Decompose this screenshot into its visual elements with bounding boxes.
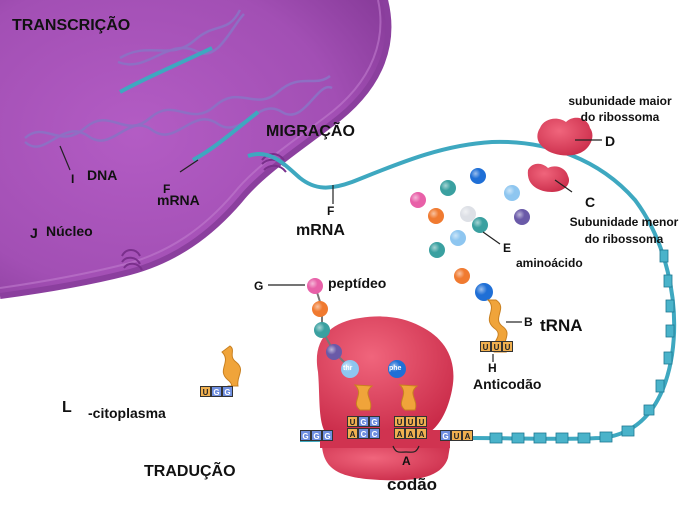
label-E: E (503, 241, 512, 255)
base: U (347, 416, 358, 427)
nuclear-pore (121, 153, 287, 271)
label-small-subunit-1: Subunidade menor (569, 215, 679, 229)
small-subunit (527, 163, 570, 192)
label-G: G (254, 279, 264, 293)
label-F2: F (327, 204, 335, 218)
label-mrna-2: mRNA (296, 222, 345, 239)
label-C: C (585, 194, 596, 210)
base: U (200, 386, 211, 397)
base: G (358, 416, 369, 427)
label-H: H (488, 361, 497, 375)
base: G (300, 430, 311, 441)
label-J: J (30, 225, 38, 241)
peptide-chain (307, 278, 351, 369)
label-amino-acid: aminoácido (516, 256, 583, 270)
title-translation: TRADUÇÃO (144, 463, 236, 480)
base: A (347, 428, 358, 439)
label-dna: DNA (87, 167, 118, 183)
base: C (358, 428, 369, 439)
base: G (222, 386, 233, 397)
label-nucleus: Núcleo (46, 223, 93, 239)
amino-acids-free (410, 168, 530, 301)
base: U (405, 416, 416, 427)
base: G (369, 416, 380, 427)
base: U (502, 341, 513, 352)
amino-acid-thr: thr (343, 365, 353, 372)
label-I: I (71, 172, 75, 186)
base: U (416, 416, 427, 427)
title-migration: MIGRAÇÃO (266, 123, 355, 140)
base: U (451, 430, 462, 441)
ribosome (316, 316, 454, 481)
dna-helix (24, 9, 333, 148)
base: U (480, 341, 491, 352)
label-B: B (524, 315, 533, 329)
base: A (462, 430, 473, 441)
label-small-subunit-2: do ribossoma (584, 232, 664, 246)
label-L: L (62, 399, 72, 416)
label-trna: tRNA (540, 316, 583, 335)
mrna-strand (247, 139, 677, 442)
nucleus (0, 0, 392, 299)
mrna-codon-markers (489, 249, 675, 444)
trna-in-ribosome (341, 360, 419, 411)
leader-lines (59, 139, 602, 453)
label-large-subunit-2: do ribossoma (580, 110, 660, 124)
mrna-transcript (119, 46, 260, 162)
base: G (211, 386, 222, 397)
base: G (440, 430, 451, 441)
base: U (491, 341, 502, 352)
label-F1: F (163, 182, 171, 196)
large-subunit (537, 117, 593, 156)
label-cytoplasm: -citoplasma (88, 405, 166, 421)
trna-free (221, 345, 241, 391)
label-peptide: peptídeo (328, 275, 387, 291)
base: G (311, 430, 322, 441)
label-A: A (402, 454, 411, 468)
label-D: D (605, 133, 616, 149)
base: A (394, 428, 405, 439)
title-transcription: TRANSCRIÇÃO (12, 17, 131, 34)
label-codon: codão (387, 475, 438, 494)
label-anticodon: Anticodão (473, 376, 542, 392)
base: A (416, 428, 427, 439)
base: C (369, 428, 380, 439)
label-large-subunit-1: subunidade maior (568, 94, 672, 108)
trna-B (486, 299, 508, 353)
label-mrna-1: mRNA (157, 192, 200, 208)
base: G (322, 430, 333, 441)
base: U (394, 416, 405, 427)
base: A (405, 428, 416, 439)
amino-acid-phe: phe (389, 365, 402, 372)
